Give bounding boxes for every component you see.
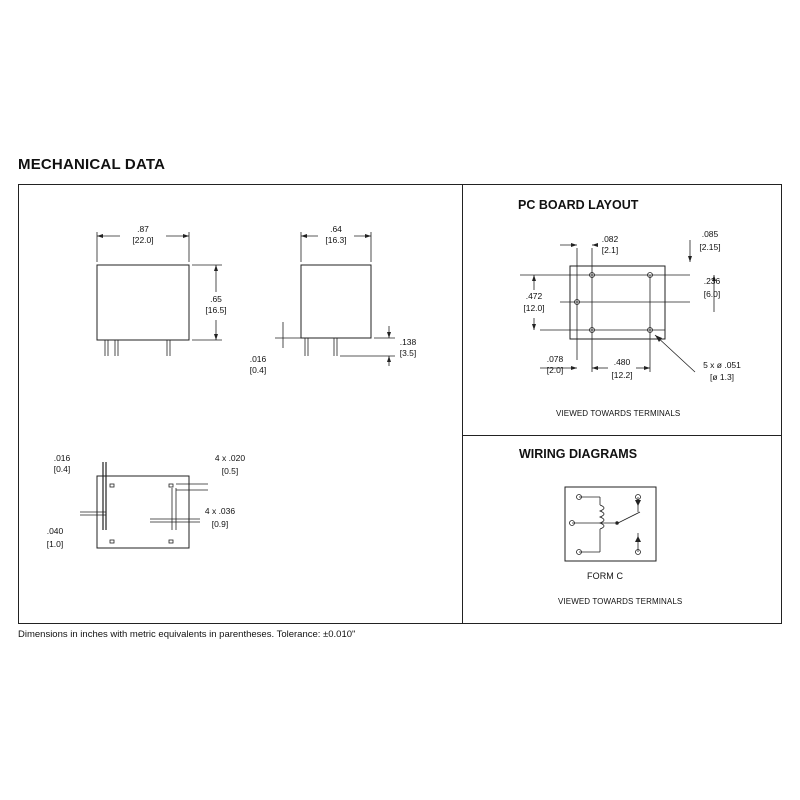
pcb-hole-5 [647, 327, 653, 333]
pcb-holes-label: 5 x ø .051 [703, 360, 741, 370]
front-width-metric: [22.0] [132, 235, 153, 245]
horizontal-divider [462, 435, 782, 436]
wiring-diagrams-heading: WIRING DIAGRAMS [519, 447, 638, 461]
pcb-hole-2 [647, 272, 653, 278]
pcb-hole-3 [574, 299, 580, 305]
pc-board-caption: VIEWED TOWARDS TERMINALS [556, 409, 681, 418]
coil-terminal-bottom [576, 549, 582, 555]
form-c-label: FORM C [587, 571, 624, 581]
bottom-view-drawing [80, 462, 208, 549]
side-view-drawing [275, 232, 395, 366]
coil-terminal-top [576, 494, 582, 500]
front-height-label: .65 [210, 294, 222, 304]
pcb-078-label: .078 [547, 354, 564, 364]
pcb-078-metric: [2.0] [547, 365, 564, 375]
pcb-480-metric: [12.2] [611, 370, 632, 380]
pc-board-drawing [520, 240, 715, 373]
side-width-label: .64 [330, 224, 342, 234]
bottom-pin-width-metric: [0.5] [222, 466, 239, 476]
bottom-edge-metric: [1.0] [47, 539, 64, 549]
pcb-082-label: .082 [602, 234, 619, 244]
pcb-472-label: .472 [526, 291, 543, 301]
pcb-085-metric: [2.15] [699, 242, 720, 252]
pcb-hole-4 [589, 327, 595, 333]
front-height-metric: [16.5] [205, 305, 226, 315]
pcb-480-label: .480 [614, 357, 631, 367]
bottom-edge-label: .040 [47, 526, 64, 536]
front-view-drawing [96, 232, 222, 356]
pcb-472-metric: [12.0] [523, 303, 544, 313]
page-title: MECHANICAL DATA [18, 156, 166, 173]
pc-board-layout-heading: PC BOARD LAYOUT [518, 198, 639, 212]
side-length-label: .138 [400, 337, 417, 347]
vertical-divider [462, 184, 463, 624]
bottom-pin-length-label: 4 x .036 [205, 506, 236, 516]
pcb-hole-1 [589, 272, 595, 278]
pcb-085-label: .085 [702, 229, 719, 239]
bottom-thickness-label: .016 [54, 453, 71, 463]
tolerance-footnote: Dimensions in inches with metric equival… [18, 629, 356, 640]
armature-pivot [615, 521, 619, 525]
bottom-pin-length-metric: [0.9] [212, 519, 229, 529]
bottom-pin-width-label: 4 x .020 [215, 453, 246, 463]
mechanical-data-frame [18, 184, 782, 624]
bottom-thickness-metric: [0.4] [54, 464, 71, 474]
no-terminal [635, 549, 641, 555]
side-pin-metric: [0.4] [250, 365, 267, 375]
common-terminal [569, 520, 575, 526]
side-length-metric: [3.5] [400, 348, 417, 358]
wiring-caption: VIEWED TOWARDS TERMINALS [558, 597, 683, 606]
front-width-label: .87 [137, 224, 149, 234]
pcb-082-metric: [2.1] [602, 245, 619, 255]
side-width-metric: [16.3] [325, 235, 346, 245]
side-pin-label: .016 [250, 354, 267, 364]
pcb-236-metric: [6.0] [704, 289, 721, 299]
pcb-236-label: .236 [704, 276, 721, 286]
pcb-holes-metric: [ø 1.3] [710, 372, 734, 382]
nc-terminal [635, 494, 641, 500]
